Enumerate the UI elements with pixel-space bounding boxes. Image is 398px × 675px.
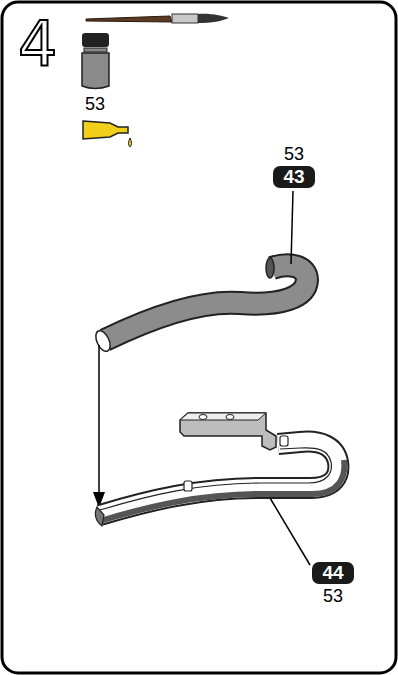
callout: 5343 xyxy=(266,144,322,188)
channel-part xyxy=(95,413,344,526)
leader-line xyxy=(270,498,310,565)
pipe-part xyxy=(93,258,307,354)
paint-code: 53 xyxy=(284,144,304,164)
glue-tube xyxy=(83,121,132,147)
callout: 4453 xyxy=(305,562,361,606)
callout-number: 44 xyxy=(312,562,353,584)
step-number: 4 xyxy=(18,14,57,76)
leader-line xyxy=(291,191,293,264)
paint-code: 53 xyxy=(323,586,343,606)
paint-pot xyxy=(82,33,109,89)
fit-arrow xyxy=(93,345,105,508)
callout-number: 43 xyxy=(273,166,314,188)
paint-code: 53 xyxy=(85,94,105,114)
paintbrush xyxy=(86,14,229,23)
